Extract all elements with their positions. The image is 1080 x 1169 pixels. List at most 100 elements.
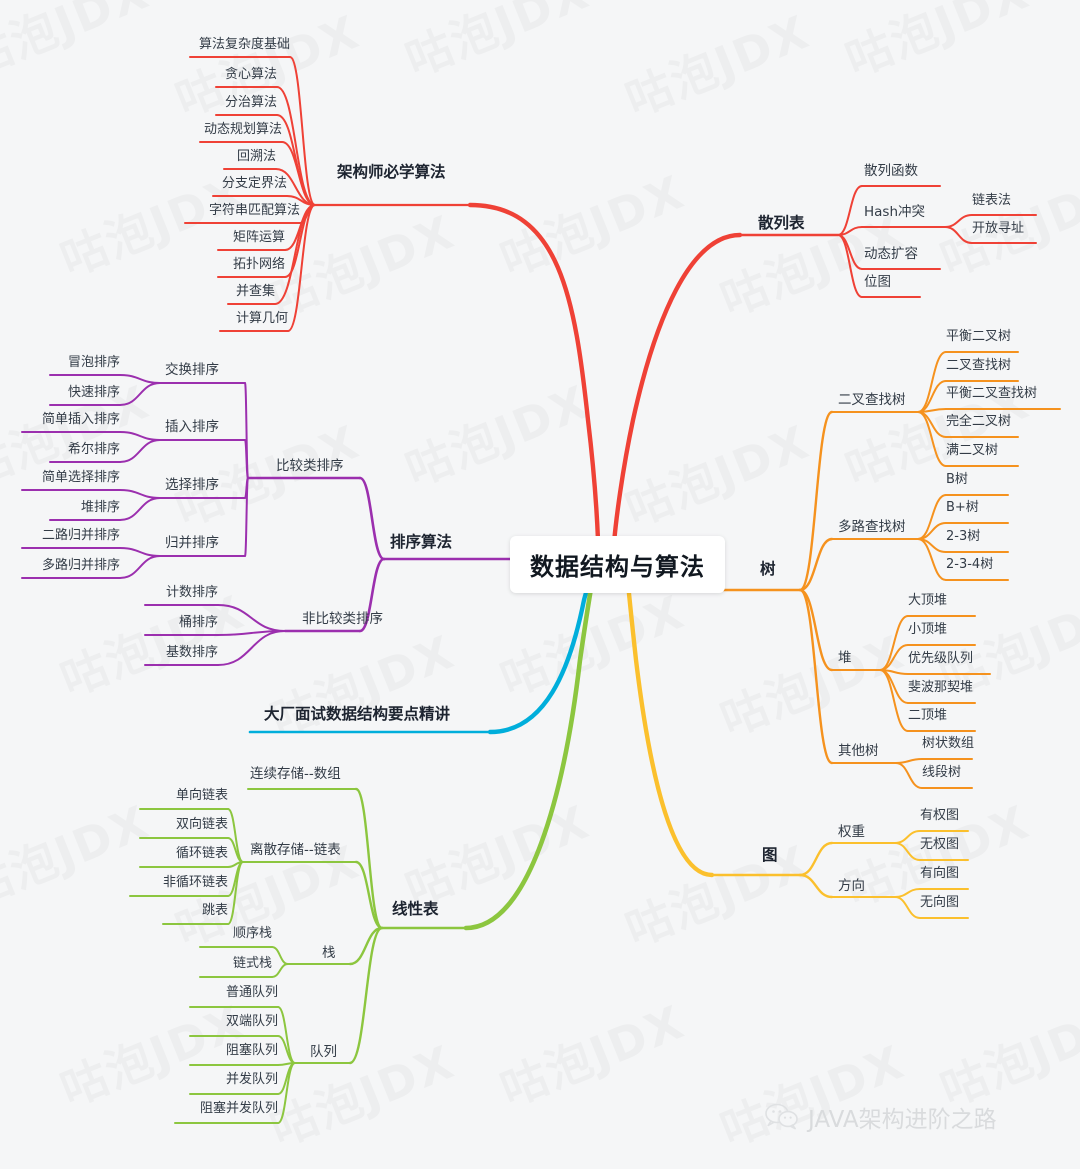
leaf-node[interactable]: 贪心算法: [224, 67, 277, 82]
watermark-text: 咕泡JDX: [490, 156, 693, 289]
leaf-node[interactable]: 小顶堆: [908, 622, 948, 637]
leaf-node[interactable]: 二叉查找树: [946, 358, 1012, 373]
sub-branch-label[interactable]: Hash冲突: [864, 204, 926, 220]
leaf-node[interactable]: B+树: [946, 500, 979, 515]
leaf-node[interactable]: 冒泡排序: [67, 355, 120, 370]
leaf-node[interactable]: 优先级队列: [908, 651, 974, 666]
branch-line: [277, 1062, 296, 1066]
leaf-node[interactable]: 并发队列: [225, 1072, 278, 1087]
watermark-text: 咕泡JDX: [615, 826, 818, 959]
leaf-node[interactable]: 2-3树: [946, 529, 981, 544]
leaf-node[interactable]: 分支定界法: [221, 176, 287, 191]
sub-branch-label[interactable]: 权重: [838, 824, 865, 840]
leaf-node[interactable]: 满二叉树: [946, 443, 999, 458]
leaf-node[interactable]: 拓扑网络: [232, 257, 285, 272]
leaf-node[interactable]: 单向链表: [175, 788, 228, 803]
branch-line: [917, 494, 947, 540]
leaf-node[interactable]: 算法复杂度基础: [198, 37, 290, 52]
leaf-node[interactable]: B树: [946, 472, 968, 487]
sub-branch-label[interactable]: 方向: [838, 878, 865, 894]
leaf-node[interactable]: 计数排序: [165, 585, 218, 600]
sub-branch-label[interactable]: 归并排序: [165, 535, 219, 551]
leaf-node[interactable]: 普通队列: [225, 985, 278, 1000]
leaf-node[interactable]: 希尔排序: [67, 442, 120, 457]
watermark-text: 咕泡JDX: [710, 616, 913, 749]
leaf-node[interactable]: 循环链表: [175, 846, 228, 861]
sub-branch-label[interactable]: 插入排序: [165, 419, 219, 435]
sub-branch-label[interactable]: 散列函数: [864, 163, 918, 179]
sub-branch-label[interactable]: 堆: [838, 650, 852, 666]
leaf-node[interactable]: 有向图: [920, 866, 960, 881]
branch-line: [798, 537, 834, 592]
leaf-node[interactable]: 斐波那契堆: [908, 680, 974, 695]
leaf-node[interactable]: 双向链表: [175, 817, 228, 832]
sub-branch-label[interactable]: 连续存储--数组: [250, 766, 341, 782]
leaf-node[interactable]: 平衡二叉树: [946, 329, 1012, 344]
sub-branch-label[interactable]: 栈: [322, 945, 336, 961]
leaf-node[interactable]: 双端队列: [225, 1014, 278, 1029]
sub-branch-label[interactable]: 动态扩容: [864, 246, 918, 262]
leaf-node[interactable]: 平衡二叉查找树: [946, 386, 1038, 401]
watermark-text: 咕泡JDX: [260, 1026, 463, 1159]
leaf-node[interactable]: 线段树: [922, 765, 962, 780]
sub-branch-label[interactable]: 队列: [310, 1044, 337, 1060]
sub-branch-label[interactable]: 二叉查找树: [838, 392, 906, 408]
leaf-node[interactable]: 二路归并排序: [41, 528, 120, 543]
leaf-node[interactable]: 字符串匹配算法: [208, 203, 300, 218]
branch-line: [354, 787, 384, 930]
watermark-text: 咕泡JDX: [615, 0, 818, 130]
leaf-node[interactable]: 并查集: [235, 284, 275, 299]
leaf-node[interactable]: 无权图: [920, 837, 960, 852]
sub-branch-label[interactable]: 选择排序: [165, 477, 219, 493]
leaf-node[interactable]: 矩阵运算: [232, 230, 285, 245]
leaf-node[interactable]: 2-3-4树: [946, 557, 994, 572]
leaf-node[interactable]: 简单插入排序: [41, 412, 120, 427]
leaf-node[interactable]: 堆排序: [80, 500, 120, 515]
leaf-node[interactable]: 多路归并排序: [41, 558, 120, 573]
watermark-text: 咕泡JDX: [0, 0, 158, 90]
sub-branch-label[interactable]: 交换排序: [165, 362, 219, 378]
leaf-node[interactable]: 阻塞队列: [225, 1043, 278, 1058]
branch-label-graph[interactable]: 图: [762, 846, 778, 864]
sub-branch-label[interactable]: 位图: [864, 274, 891, 290]
branch-line: [119, 497, 161, 521]
branch-label-hash-table[interactable]: 散列表: [758, 214, 805, 232]
watermark-text: 咕泡JDX: [710, 1026, 913, 1159]
sub-branch-label[interactable]: 多路查找树: [838, 519, 906, 535]
leaf-node[interactable]: 计算几何: [235, 311, 288, 326]
branch-label-interview-essentials[interactable]: 大厂面试数据结构要点精讲: [264, 705, 451, 723]
sub-branch-label[interactable]: 其他树: [838, 743, 879, 759]
branch-line: [277, 1035, 296, 1064]
leaf-node[interactable]: 开放寻址: [972, 221, 1025, 236]
sub-branch-label[interactable]: 比较类排序: [276, 458, 344, 474]
leaf-node[interactable]: 树状数组: [922, 736, 975, 751]
branch-label-sorting-algorithms[interactable]: 排序算法: [390, 533, 453, 551]
branch-line: [917, 538, 947, 553]
leaf-node[interactable]: 二顶堆: [908, 708, 948, 723]
leaf-node[interactable]: 大顶堆: [908, 593, 948, 608]
leaf-node[interactable]: 回溯法: [236, 149, 276, 164]
branch-line: [276, 114, 316, 206]
leaf-node[interactable]: 分治算法: [224, 95, 277, 110]
leaf-node[interactable]: 无向图: [920, 895, 960, 910]
branch-line: [271, 946, 289, 965]
leaf-node[interactable]: 完全二叉树: [946, 414, 1012, 429]
center-node[interactable]: 数据结构与算法: [510, 536, 725, 593]
leaf-node[interactable]: 阻塞并发队列: [199, 1101, 278, 1116]
leaf-node[interactable]: 基数排序: [165, 645, 218, 660]
leaf-node[interactable]: 有权图: [920, 808, 960, 823]
leaf-node[interactable]: 桶排序: [178, 615, 218, 630]
leaf-node[interactable]: 动态规划算法: [203, 122, 282, 137]
sub-branch-label[interactable]: 离散存储--链表: [250, 842, 341, 858]
sub-branch-label[interactable]: 非比较类排序: [302, 611, 383, 627]
leaf-node[interactable]: 跳表: [201, 903, 228, 918]
leaf-node[interactable]: 顺序栈: [232, 926, 272, 941]
leaf-node[interactable]: 简单选择排序: [41, 470, 120, 485]
branch-label-linear-list[interactable]: 线性表: [392, 900, 439, 918]
leaf-node[interactable]: 非循环链表: [162, 875, 228, 890]
leaf-node[interactable]: 链表法: [972, 193, 1012, 208]
leaf-node[interactable]: 链式栈: [232, 956, 272, 971]
branch-label-architect-algorithms[interactable]: 架构师必学算法: [337, 163, 446, 181]
leaf-node[interactable]: 快速排序: [67, 385, 120, 400]
branch-label-tree[interactable]: 树: [760, 560, 776, 578]
